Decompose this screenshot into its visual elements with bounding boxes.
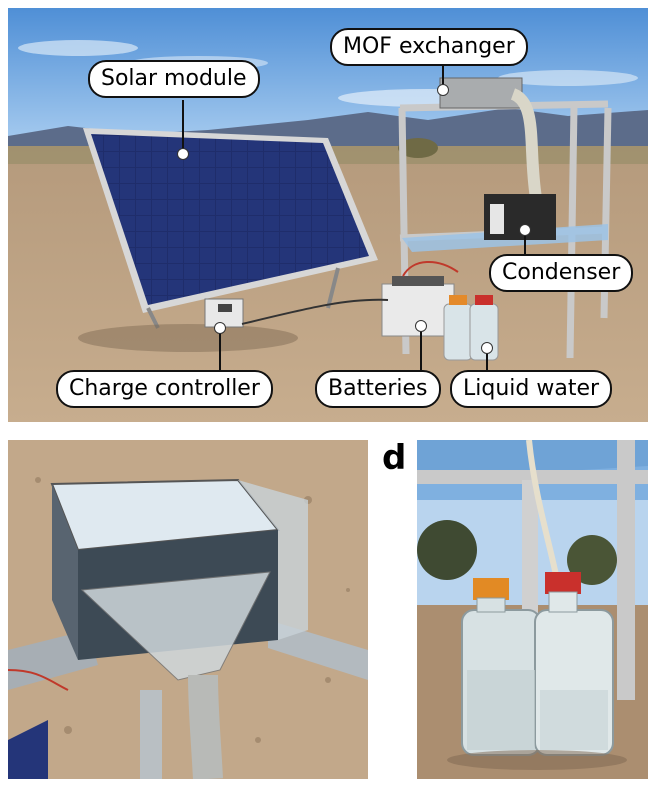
mof-exchanger-marker — [437, 84, 449, 96]
solar-module-marker — [177, 148, 189, 160]
exchanger-closeup-scene — [8, 440, 368, 779]
charge-controller-marker — [214, 322, 226, 334]
exchanger-closeup-photo — [8, 440, 368, 779]
mof-exchanger-leader — [442, 64, 444, 86]
batteries-label: Batteries — [315, 370, 441, 408]
mof-exchanger-label: MOF exchanger — [330, 28, 528, 66]
liquid-water-label: Liquid water — [450, 370, 613, 408]
charge-controller-label: Charge controller — [56, 370, 273, 408]
condenser-leader — [524, 232, 526, 254]
condenser-marker — [519, 224, 531, 236]
condenser-label: Condenser — [489, 254, 634, 292]
batteries-marker — [415, 320, 427, 332]
charge-controller-leader — [219, 328, 221, 372]
water-bottles-photo — [417, 440, 648, 779]
liquid-water-marker — [481, 342, 493, 354]
solar-module-leader — [182, 100, 184, 150]
water-bottles-scene — [417, 440, 648, 779]
liquid-water-leader — [486, 350, 488, 372]
panel-letter-d: d — [382, 438, 407, 478]
batteries-leader — [420, 328, 422, 372]
solar-module-label: Solar module — [88, 60, 260, 98]
